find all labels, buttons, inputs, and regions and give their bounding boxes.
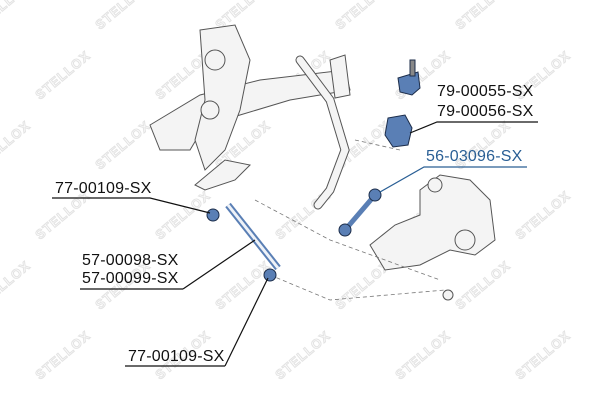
stabilizer-bar-fill	[296, 56, 349, 209]
part-label-57-00099: 57-00099-SX	[82, 270, 179, 287]
watermark-text: STELLOX	[272, 328, 333, 383]
leader-lines	[52, 121, 538, 367]
watermark-text: STELLOX	[92, 118, 153, 173]
part-label-77-00109-bottom: 77-00109-SX	[128, 348, 225, 365]
watermark-text: STELLOX	[32, 328, 93, 383]
subframe	[149, 24, 351, 191]
part-label-79-00055: 79-00055-SX	[437, 83, 534, 100]
stabilizer-bushing-79-00056	[384, 114, 413, 148]
watermark-text: STELLOX	[92, 0, 153, 32]
control-arm-57-00098	[206, 202, 281, 282]
part-label-77-00109-top: 77-00109-SX	[55, 180, 152, 197]
part-label-57-00098: 57-00098-SX	[82, 252, 179, 269]
part-label-56-03096: 56-03096-SX	[426, 148, 523, 165]
bracket-79-00055	[397, 59, 421, 96]
watermark-text: STELLOX	[392, 328, 453, 383]
watermark-text: STELLOX	[0, 258, 33, 313]
stabilizer-link-56-03096	[338, 188, 382, 237]
watermark-text: STELLOX	[32, 48, 93, 103]
watermark-text: STELLOX	[512, 188, 573, 243]
dashed-guides	[254, 139, 446, 301]
watermark-text: STELLOX	[0, 0, 33, 32]
knuckle	[369, 174, 496, 301]
watermark-text: STELLOX	[452, 0, 513, 32]
watermark-text: STELLOX	[332, 0, 393, 32]
watermark-text: STELLOX	[452, 258, 513, 313]
watermark-text: STELLOX	[0, 118, 33, 173]
part-label-79-00056: 79-00056-SX	[437, 103, 534, 120]
watermark-text: STELLOX	[512, 328, 573, 383]
watermark-text: STELLOX	[152, 188, 213, 243]
